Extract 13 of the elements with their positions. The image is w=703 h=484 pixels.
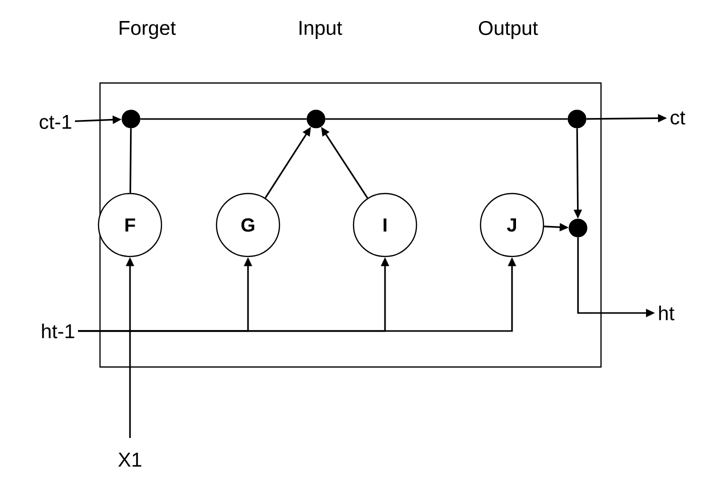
signal-label: X1 xyxy=(118,452,142,467)
gate-heading: Forget xyxy=(120,21,176,39)
signal-label: ct xyxy=(670,111,686,125)
signal-label: ct-1 xyxy=(40,115,72,129)
junction-dot xyxy=(122,110,140,128)
gate-heading: Output xyxy=(478,20,538,40)
gate-heading: Input xyxy=(300,21,342,39)
signal-label: ht xyxy=(659,306,674,320)
junction-dot xyxy=(306,110,326,128)
junction-dot xyxy=(568,110,586,128)
signal-label: ht-1 xyxy=(42,324,74,338)
cell-frame xyxy=(99,82,602,368)
junction-dot xyxy=(568,218,588,238)
